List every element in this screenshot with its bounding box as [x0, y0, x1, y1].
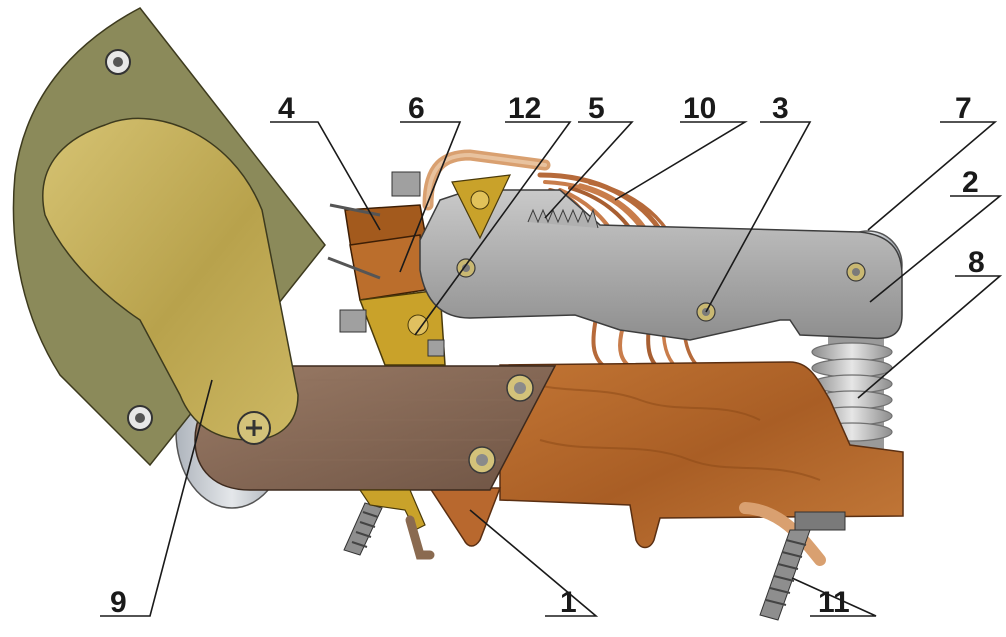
leader-9 — [100, 379, 213, 617]
stud-11 — [759, 511, 846, 621]
leader-11 — [791, 577, 877, 617]
leader-1 — [469, 509, 599, 617]
leader-8 — [857, 275, 1003, 399]
leader-12 — [414, 121, 572, 336]
leader-3 — [705, 121, 812, 313]
callout-11: 11 — [818, 586, 850, 619]
callout-9: 9 — [110, 586, 127, 619]
copper-bus-lower — [739, 502, 826, 566]
leader-5 — [544, 121, 634, 219]
contact-lever-2 — [419, 189, 903, 341]
callout-5: 5 — [588, 92, 605, 125]
leader-6 — [399, 121, 462, 273]
callout-1: 1 — [560, 586, 577, 619]
contact-bracket-12 — [339, 289, 446, 366]
callout-12: 12 — [508, 92, 541, 125]
leader-4 — [270, 121, 381, 231]
base-1 — [428, 361, 904, 549]
lower-bracket — [358, 489, 435, 560]
callout-10: 10 — [683, 92, 716, 125]
callout-2: 2 — [962, 166, 979, 199]
callout-labels: 4 6 12 5 10 3 7 2 8 9 1 11 — [110, 92, 985, 619]
stud-lower-left — [343, 502, 383, 556]
top-nut — [391, 171, 421, 197]
arc-chute-9 — [12, 7, 326, 467]
leader-2 — [869, 195, 1003, 303]
leader-10 — [614, 121, 748, 201]
leader-lines — [100, 121, 1003, 617]
leader-7 — [867, 121, 998, 231]
callout-4: 4 — [278, 92, 295, 125]
callout-8: 8 — [968, 246, 985, 279]
callout-3: 3 — [772, 92, 789, 125]
callout-6: 6 — [408, 92, 425, 125]
moving-contact-tip — [451, 174, 512, 240]
callout-7: 7 — [955, 92, 972, 125]
